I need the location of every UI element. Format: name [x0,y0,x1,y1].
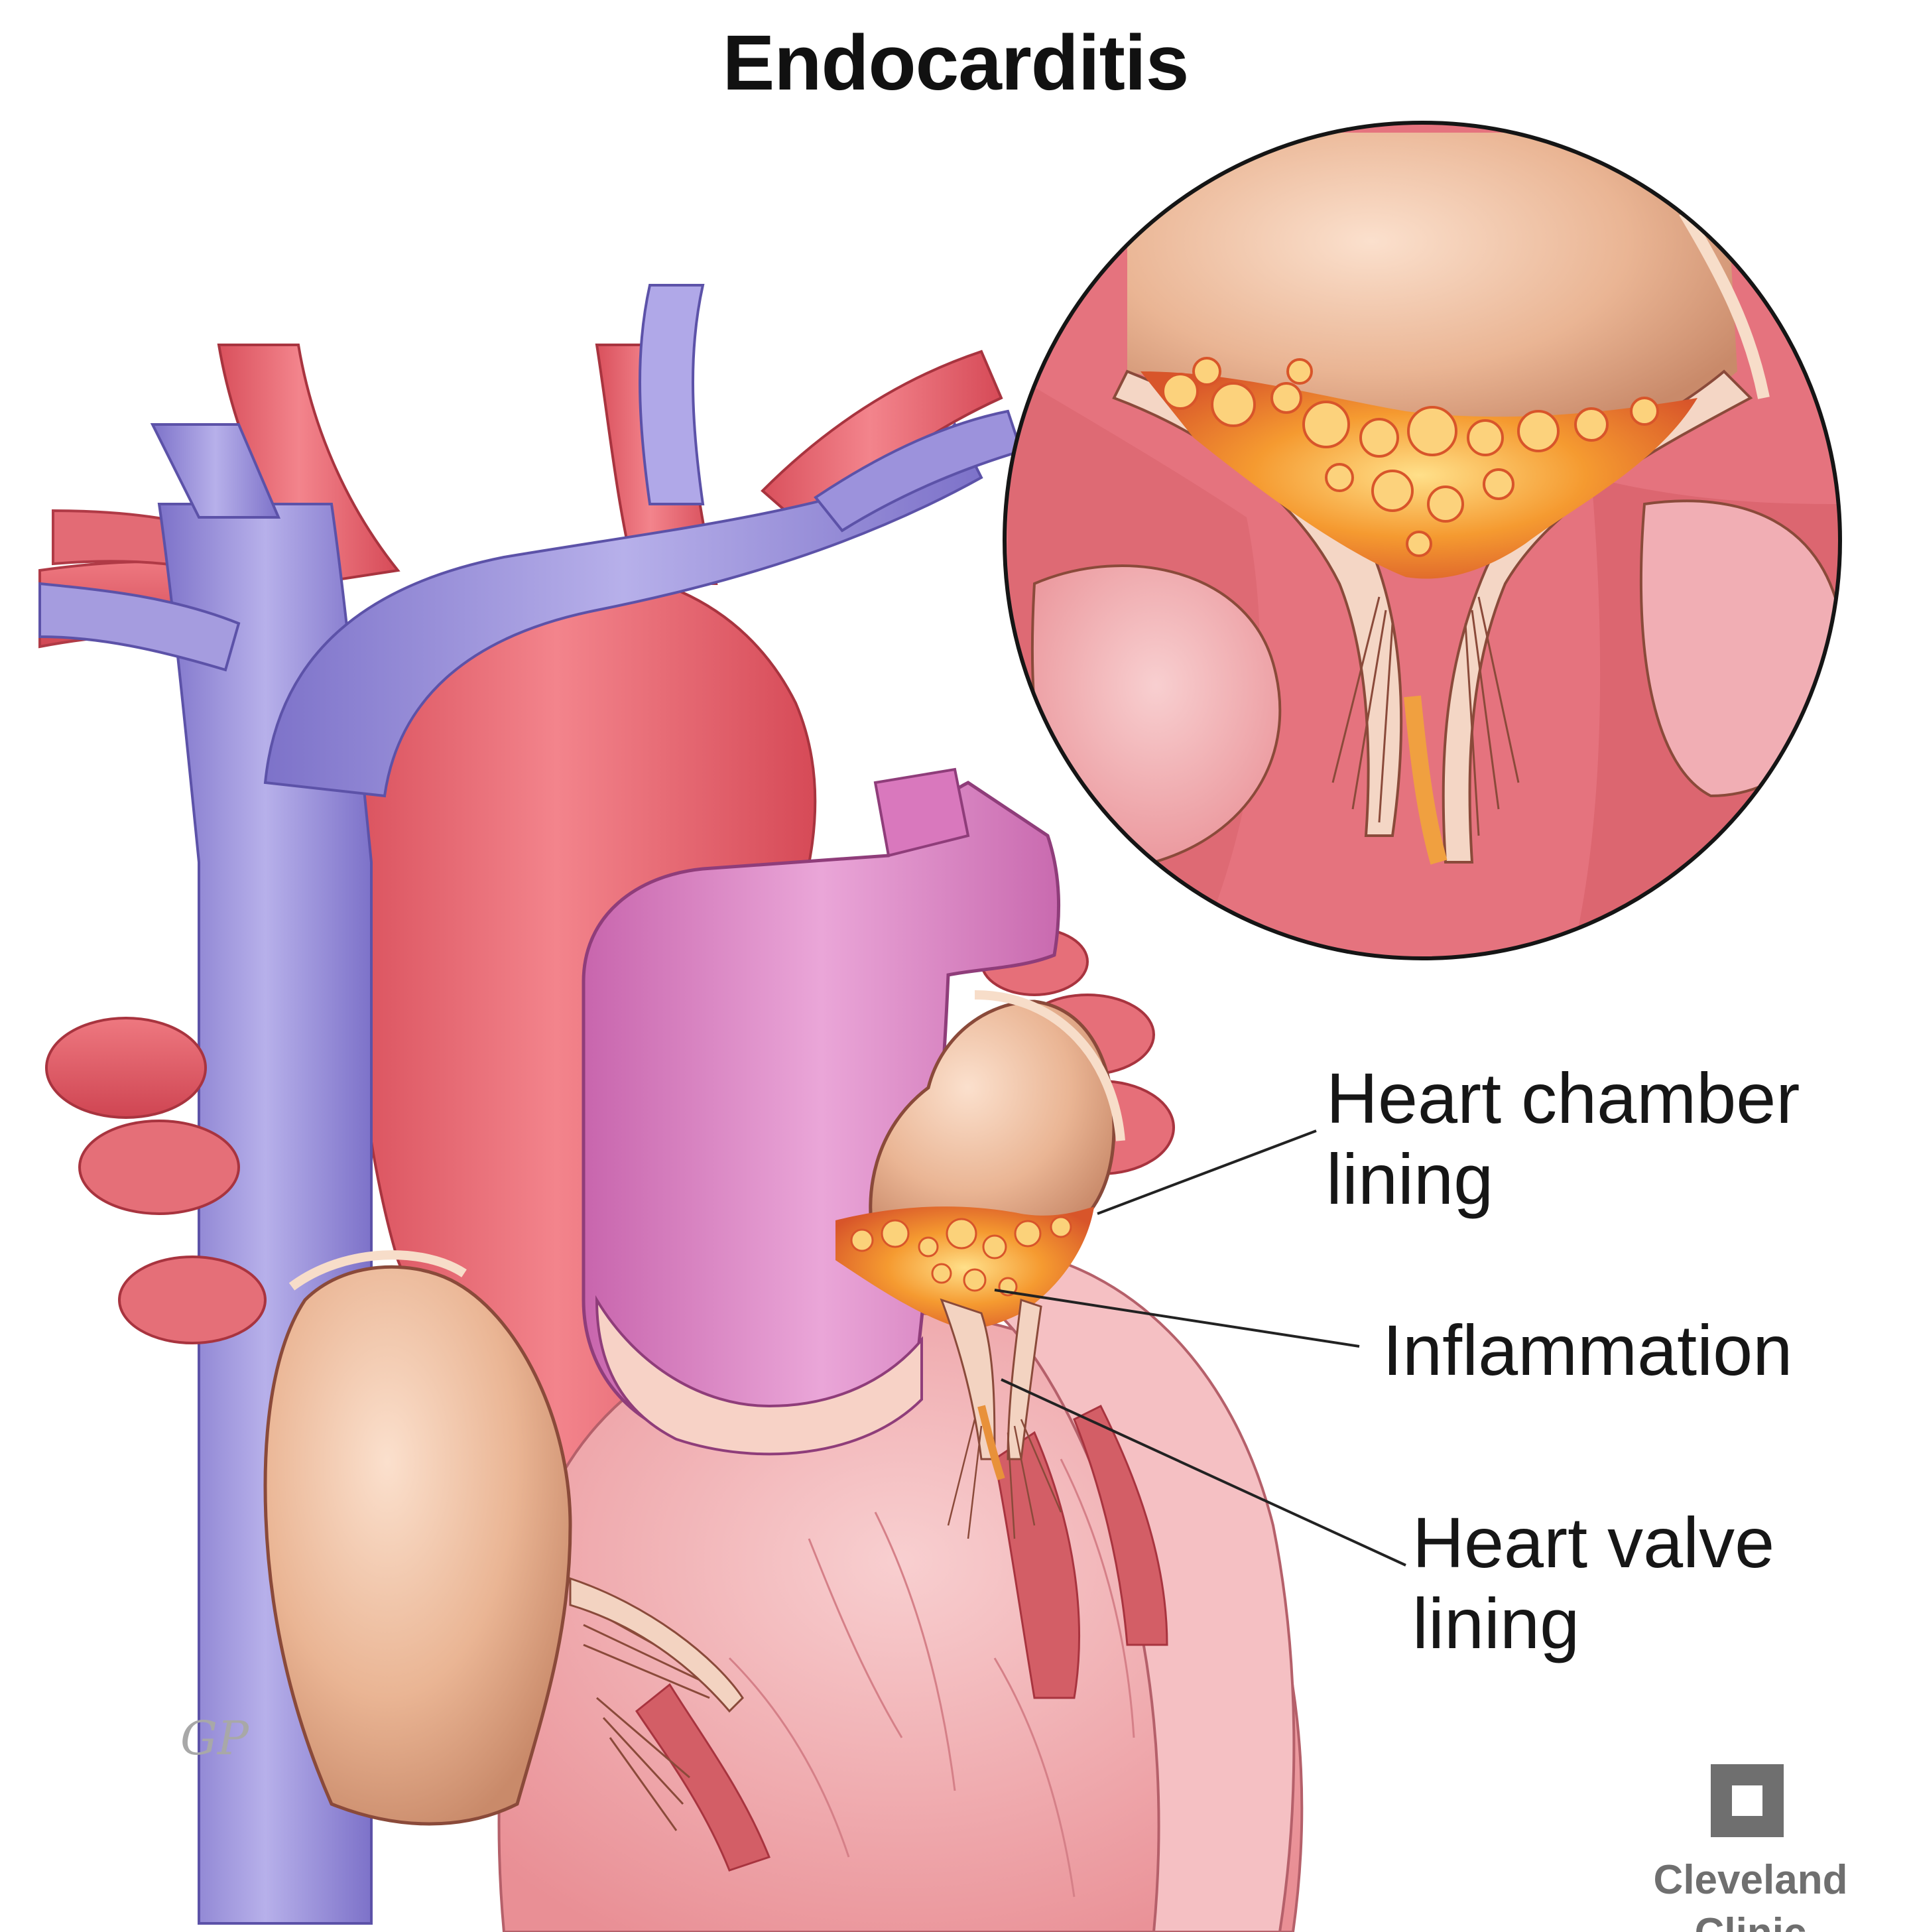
label-heart-chamber-line-2: lining [1326,1139,1800,1220]
label-inflammation: Inflammation [1383,1310,1792,1391]
label-heart-chamber-lining: Heart chamber lining [1326,1058,1800,1220]
label-heart-valve-line-2: lining [1412,1583,1774,1664]
brand-line-1: Cleveland [1631,1854,1870,1907]
cleveland-clinic-wordmark: Cleveland Clinic [1631,1854,1870,1932]
label-heart-valve-line-1: Heart valve [1412,1502,1774,1583]
artist-signature: GP [180,1711,249,1766]
label-heart-chamber-line-1: Heart chamber [1326,1058,1800,1139]
cleveland-clinic-logo-icon [1711,1764,1784,1837]
label-heart-valve-lining: Heart valve lining [1412,1502,1774,1664]
diagram-title: Endocarditis [0,13,1911,113]
brand-line-2: Clinic [1631,1907,1870,1932]
